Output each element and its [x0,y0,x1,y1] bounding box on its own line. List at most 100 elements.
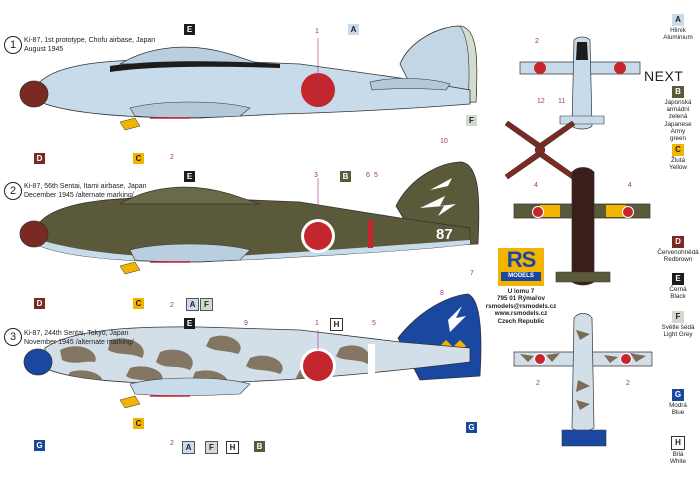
ref-number: 9 [244,320,248,327]
profile-caption-3: Ki-87, 244th Sentai, Tokyo, Japan Novemb… [24,330,134,347]
plan-view-2 [513,167,651,286]
marker-A: A [186,298,199,311]
legend-text: Černá [669,286,687,293]
profile-number-1: 1 [4,36,22,54]
legend-text: Light Grey [663,331,693,339]
marker-D: D [34,298,45,309]
caption-line: Ki-87, 244th Sentai, Tokyo, Japan [24,330,129,337]
ref-number: 2 [626,380,630,387]
profile-number-2: 2 [4,182,22,200]
legend-item-H: H Bílá White [656,436,700,465]
legend-swatch: H [671,436,685,450]
fuselage-band-2 [368,220,373,248]
legend-text: green [669,135,687,143]
legend-swatch: E [672,273,684,285]
plan-view-1 [519,36,641,130]
legend-text: White [669,458,687,466]
profile-number-3: 3 [4,328,22,346]
tail-code: 87 [436,226,453,243]
marker-C: C [133,153,144,164]
legend-swatch: C [672,144,684,156]
caption-line: December 1945 /alternate marking/ [24,191,134,199]
marker-G: G [34,440,45,451]
marker-H: H [330,318,343,331]
caption-line: Ki-87, 1st prototype, Chofu airbase, Jap… [24,37,156,44]
marker-F: F [466,115,477,126]
caption-line: August 1945 [24,45,64,53]
ref-number: 2 [536,380,540,387]
marker-A: A [348,24,359,35]
caption-line: November 1945 /alternate marking/ [24,338,134,346]
legend-text: Army [670,127,686,135]
rs-models-logo: RS MODELS [498,248,544,286]
ref-number: 1 [315,28,319,35]
ref-number: 2 [535,38,539,45]
legend-item-E: E Černá Black [656,273,700,300]
caption-line: Ki-87, 56th Sentai, Itami airbase, Japan [24,183,147,190]
legend-text: Modrá [669,402,687,409]
address-line: Czech Republic [497,317,545,325]
marker-D: D [34,153,45,164]
legend-item-C: C Žlutá Yellow [656,144,700,171]
legend-item-B: B Japonská armádní zelená Japanese Army … [656,86,700,142]
ref-number: 8 [440,290,444,297]
legend-item-D: D Červenohnědá Redbrown [656,236,700,263]
legend-text: zelená [668,113,688,121]
spinner-1 [19,80,49,108]
marker-E: E [184,171,195,182]
ref-number: 5 [372,320,376,327]
spinner-3 [23,348,53,376]
legend-text: Červenohnědá [657,249,699,256]
marker-E: E [184,318,195,329]
legend-text: Žlutá [671,157,685,164]
marker-B: B [340,171,351,182]
marker-C: C [133,418,144,429]
ref-number: 4 [628,182,632,189]
ref-number: 1 [315,320,319,327]
legend-text: Black [670,293,686,301]
legend-item-G: G Modrá Blue [656,389,700,416]
ref-number: 6 [366,172,370,179]
legend-swatch: B [672,86,684,98]
propeller-view [504,120,576,180]
logo-subtitle: MODELS [501,272,541,281]
fuselage-1 [39,59,471,119]
marker-A: A [182,441,195,454]
legend-text: Aluminium [663,34,693,42]
legend-text: Světle šedá [661,324,695,331]
ref-number: 12 [537,98,545,105]
marker-F: F [205,441,218,454]
legend-text: Blue [671,409,685,417]
legend-swatch: G [672,389,684,401]
aircraft-profile-3 [23,293,482,409]
address-line: www.rsmodels.cz [494,310,548,318]
ref-number: 4 [534,182,538,189]
ref-number: 3 [314,172,318,179]
ref-number: 11 [558,98,566,105]
ref-number: 7 [470,270,474,277]
legend-text: Bílá [672,451,684,458]
legend-text: armádní [666,106,690,114]
next-label: NEXT [644,68,684,84]
profile-caption-2: Ki-87, 56th Sentai, Itami airbase, Japan… [24,183,147,200]
marker-B: B [254,441,265,452]
address-line: rsmodels@rsmodels.cz [485,302,557,310]
legend-swatch: D [672,236,684,248]
profile-caption-1: Ki-87, 1st prototype, Chofu airbase, Jap… [24,37,155,54]
ref-number: 10 [440,138,448,145]
marker-C: C [133,298,144,309]
legend-item-A: A Hliník Aluminium [656,14,700,41]
ref-number: 5 [374,172,378,179]
ref-number: 2 [170,302,174,309]
legend-item-F: F Světle šedá Light Grey [656,311,700,338]
legend-text: Japonská [664,99,692,106]
ref-number: 2 [170,440,174,447]
legend-text: Yellow [669,164,687,172]
marker-E: E [184,24,195,35]
legend-swatch: F [672,311,684,323]
logo-letters: RS [506,247,537,272]
legend-text: Hliník [670,27,686,34]
legend-text: Redbrown [663,256,693,264]
aircraft-profile-2 [19,161,480,275]
